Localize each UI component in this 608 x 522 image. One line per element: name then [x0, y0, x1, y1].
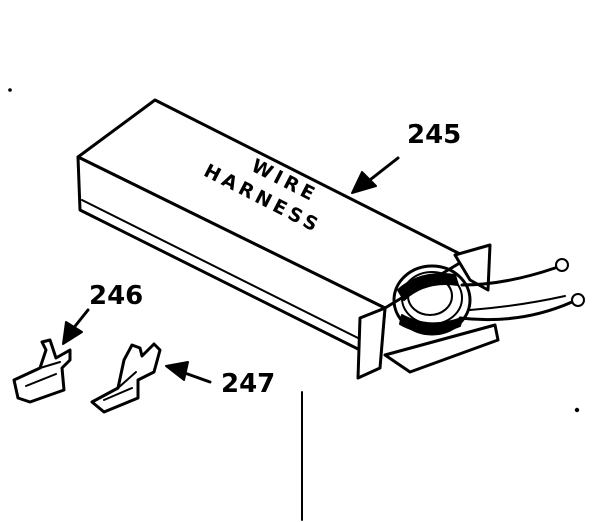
ring-terminal-upper — [555, 258, 569, 272]
scan-speck — [574, 407, 580, 413]
terminal-247-body — [90, 342, 162, 414]
callout-arrowhead-246 — [62, 321, 83, 345]
wire-coil — [392, 264, 472, 336]
box-end-flap-bottom — [383, 323, 500, 374]
scan-speck-2 — [8, 88, 12, 92]
terminal-246-body — [12, 338, 72, 404]
callout-246: 246 — [62, 281, 143, 345]
callout-245: 245 — [351, 120, 461, 194]
box-end-flap-left — [356, 306, 387, 380]
callout-label-246: 246 — [89, 281, 143, 311]
wire-harness-box: WIRE HARNESS — [76, 98, 585, 380]
callout-arrow-shaft-247 — [180, 370, 212, 384]
wire-leads — [458, 258, 585, 322]
callout-label-247: 247 — [221, 369, 275, 399]
terminal-246 — [12, 338, 72, 404]
ring-terminal-lower — [571, 293, 585, 307]
box-front-shadow-line — [81, 199, 379, 349]
callout-arrow-shaft-245 — [364, 156, 400, 185]
callout-arrowhead-247 — [165, 361, 189, 381]
callout-label-245: 245 — [407, 120, 461, 150]
box-end-flap-top — [453, 243, 492, 292]
callout-247: 247 — [165, 361, 275, 399]
callout-arrowhead-245 — [351, 171, 377, 194]
terminal-247 — [90, 342, 162, 414]
